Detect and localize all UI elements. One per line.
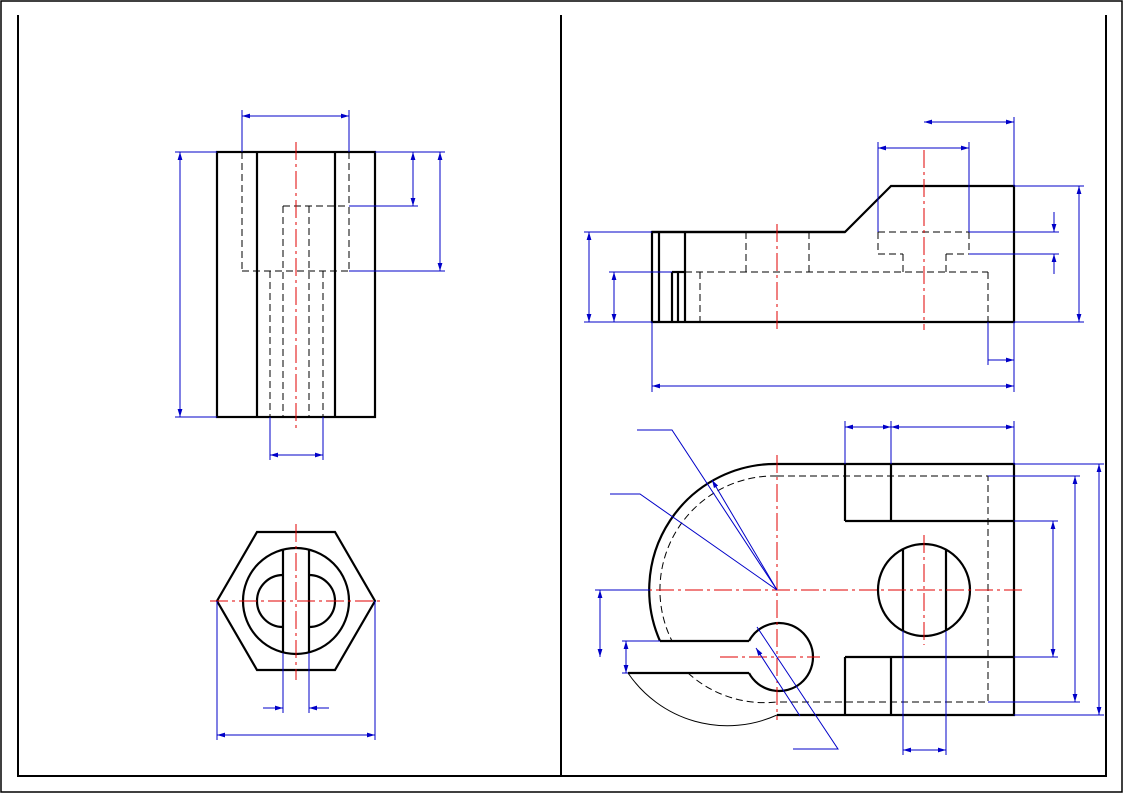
front-view-right [584,117,1084,392]
top-view-hexagon [210,524,384,740]
front-view-left [175,110,445,460]
top-view-right [595,421,1104,755]
